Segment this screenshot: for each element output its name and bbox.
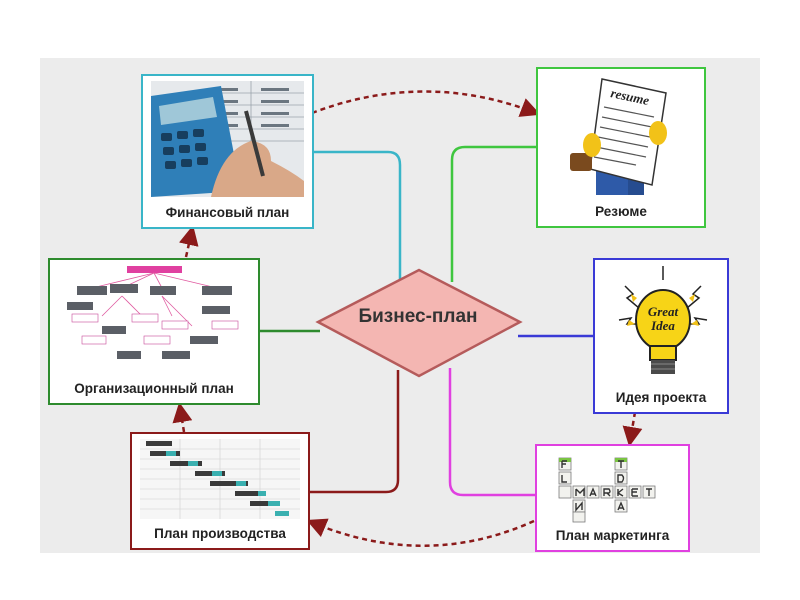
center-diamond <box>315 268 523 378</box>
node-resume-label: Резюме <box>595 204 647 219</box>
gantt-chart-thumbnail <box>140 439 300 519</box>
connector-production <box>310 370 400 494</box>
lightbulb-icon: Great Idea <box>618 266 708 374</box>
node-finance-label: Финансовый план <box>165 205 290 220</box>
node-resume: resume Резюме <box>536 67 706 228</box>
arrow-production-to-org <box>172 402 193 433</box>
node-production: План производства <box>130 432 310 550</box>
marketing-word-tiles-image <box>558 457 656 523</box>
node-idea: Great Idea Идея проекта <box>593 258 729 414</box>
connector-resume <box>450 145 538 282</box>
resume-illustration: resume <box>570 78 667 195</box>
node-production-label: План производства <box>154 526 286 541</box>
node-marketing: План маркетинга <box>535 444 690 552</box>
arrow-idea-to-marketing <box>622 411 643 447</box>
org-chart-thumbnail <box>67 266 239 359</box>
node-org-label: Организационный план <box>74 381 234 396</box>
arrow-marketing-to-production <box>306 518 535 547</box>
node-marketing-label: План маркетинга <box>555 528 670 543</box>
arrow-finance-to-resume <box>311 90 541 117</box>
bulb-text-great: Great <box>648 304 679 319</box>
center-label: Бизнес-план <box>358 306 478 327</box>
bulb-text-idea: Idea <box>650 318 675 333</box>
connector-finance <box>313 150 402 285</box>
node-finance: Финансовый план <box>141 74 314 229</box>
node-idea-label: Идея проекта <box>615 390 707 405</box>
connector-marketing <box>448 368 537 497</box>
node-org: Организационный план <box>48 258 260 405</box>
arrow-org-to-finance <box>178 225 199 258</box>
calculator-photo <box>151 81 304 197</box>
